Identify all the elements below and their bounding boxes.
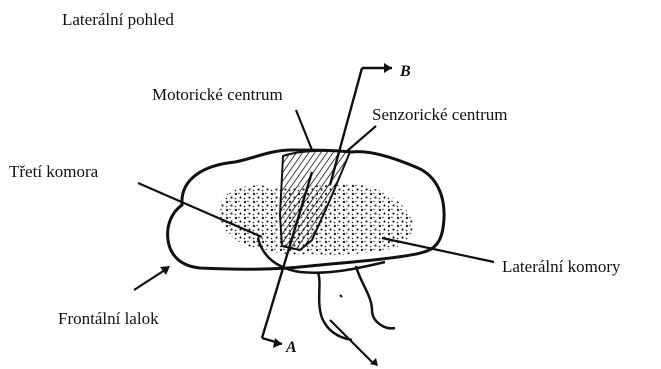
sensory-center-label: Senzorické centrum (372, 106, 507, 123)
diagram-title: Laterální pohled (62, 11, 174, 28)
lateral-ventricles-label: Laterální komory (502, 258, 621, 275)
motor-center-pointer (296, 110, 312, 150)
motor-center-label: Motorické centrum (152, 86, 283, 103)
third-ventricle-label: Třetí komora (9, 163, 98, 180)
axis-b-letter: B (399, 63, 411, 80)
brainstem-outline (318, 266, 395, 340)
frontal-lobe-label: Frontální lalok (58, 310, 159, 327)
frontal-lobe-arrow (134, 268, 168, 290)
sensory-center-pointer (346, 126, 376, 152)
lower-diagonal-line (330, 320, 372, 362)
axis-a-letter: A (285, 339, 297, 356)
